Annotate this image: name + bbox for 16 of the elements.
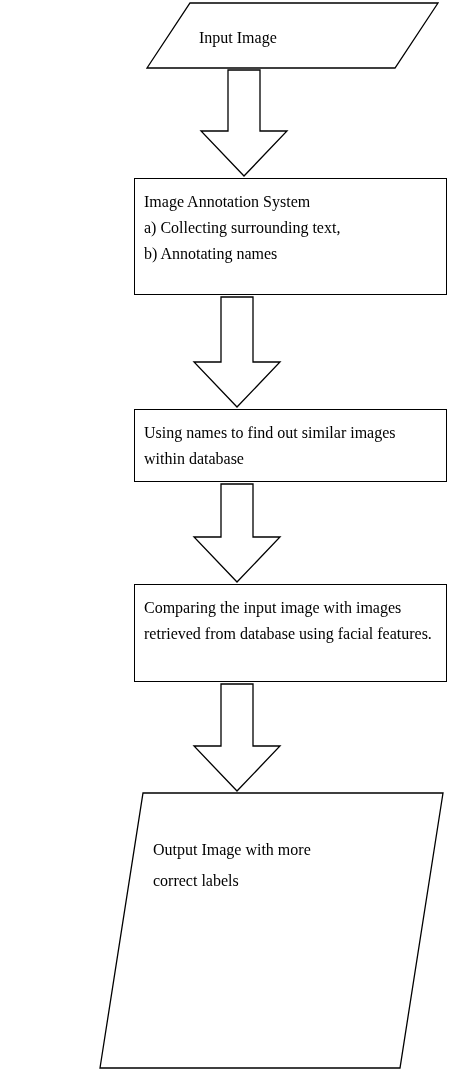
process-box bbox=[134, 178, 447, 295]
block-arrow bbox=[199, 69, 289, 177]
node-text: Output Image with more correct labels bbox=[153, 840, 312, 891]
process-box bbox=[134, 584, 447, 682]
input-output-parallelogram bbox=[147, 3, 438, 68]
node-text: Comparing the input image with images retrieved from database using facial features. bbox=[144, 598, 433, 645]
node-text: Input Image bbox=[199, 28, 278, 49]
node-text: Image Annotation System bbox=[144, 192, 312, 213]
block-arrow bbox=[192, 683, 282, 792]
block-arrow bbox=[192, 483, 282, 583]
process-box bbox=[134, 409, 447, 482]
block-arrow bbox=[192, 296, 282, 408]
node-text: Using names to find out similar images within database bbox=[144, 423, 397, 469]
node-text: a) Collecting surrounding text, bbox=[144, 218, 342, 239]
node-text: b) Annotating names bbox=[144, 244, 279, 265]
input-output-parallelogram bbox=[100, 793, 443, 1068]
